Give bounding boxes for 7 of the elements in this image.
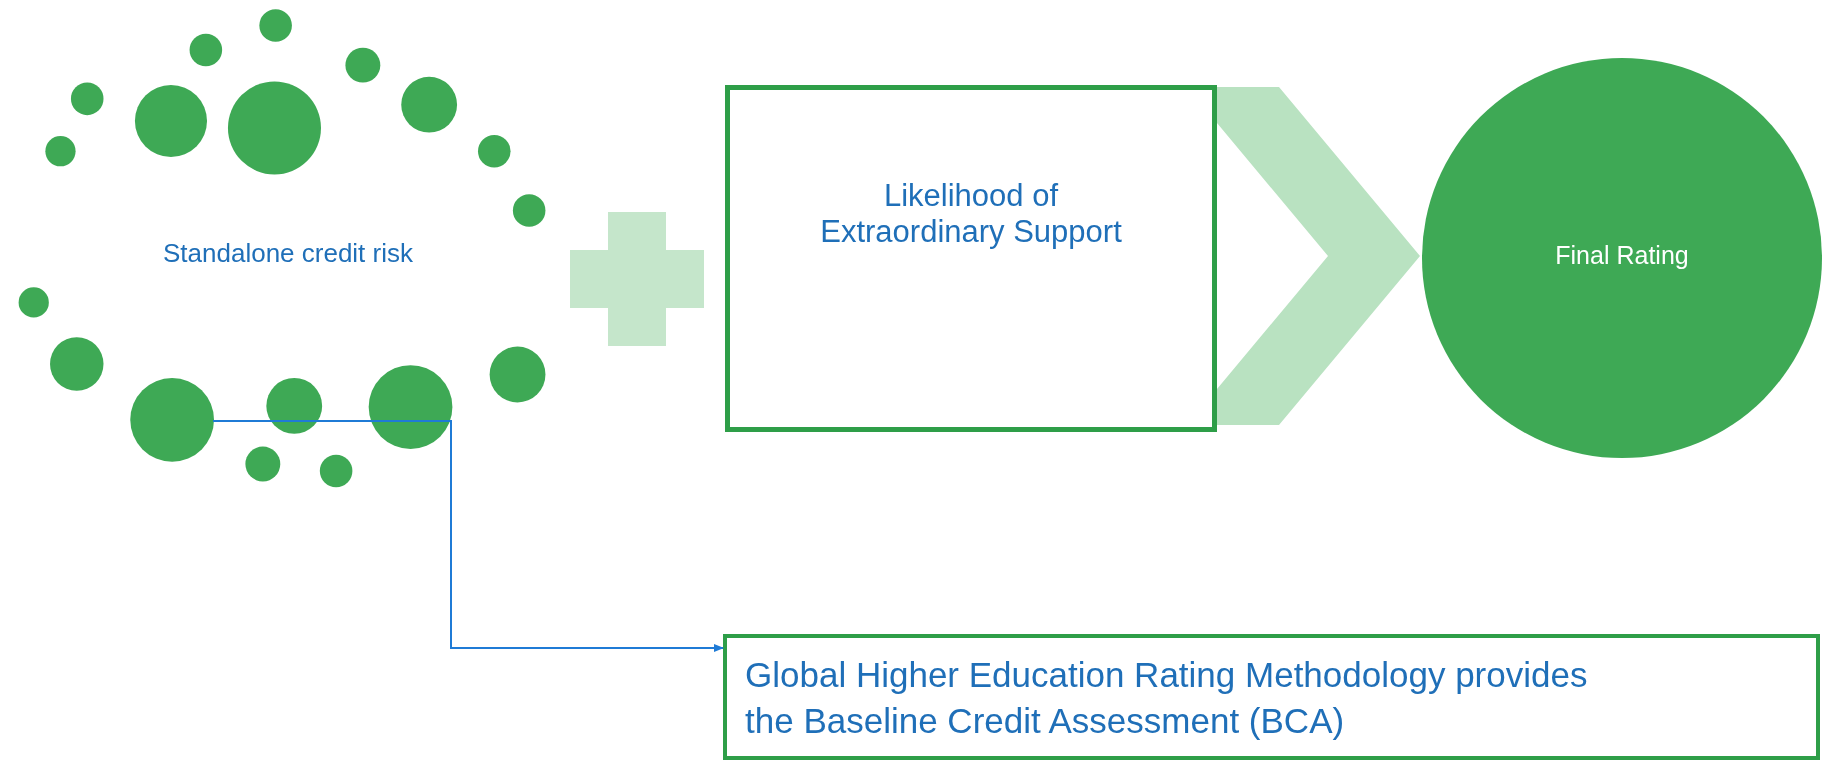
circle-label: Final Rating: [1554, 241, 1690, 270]
node-label: Standalone credit risk: [162, 238, 414, 269]
node-label: Likelihood of Extraordinary Support: [819, 178, 1123, 250]
node-label: Global Higher Education Rating Methodology provides the Baseline Credit Assessment (BCA): [745, 654, 1589, 742]
note-box: [723, 634, 1820, 760]
process-box: [725, 85, 1217, 432]
connector-arrow: [212, 420, 724, 652]
